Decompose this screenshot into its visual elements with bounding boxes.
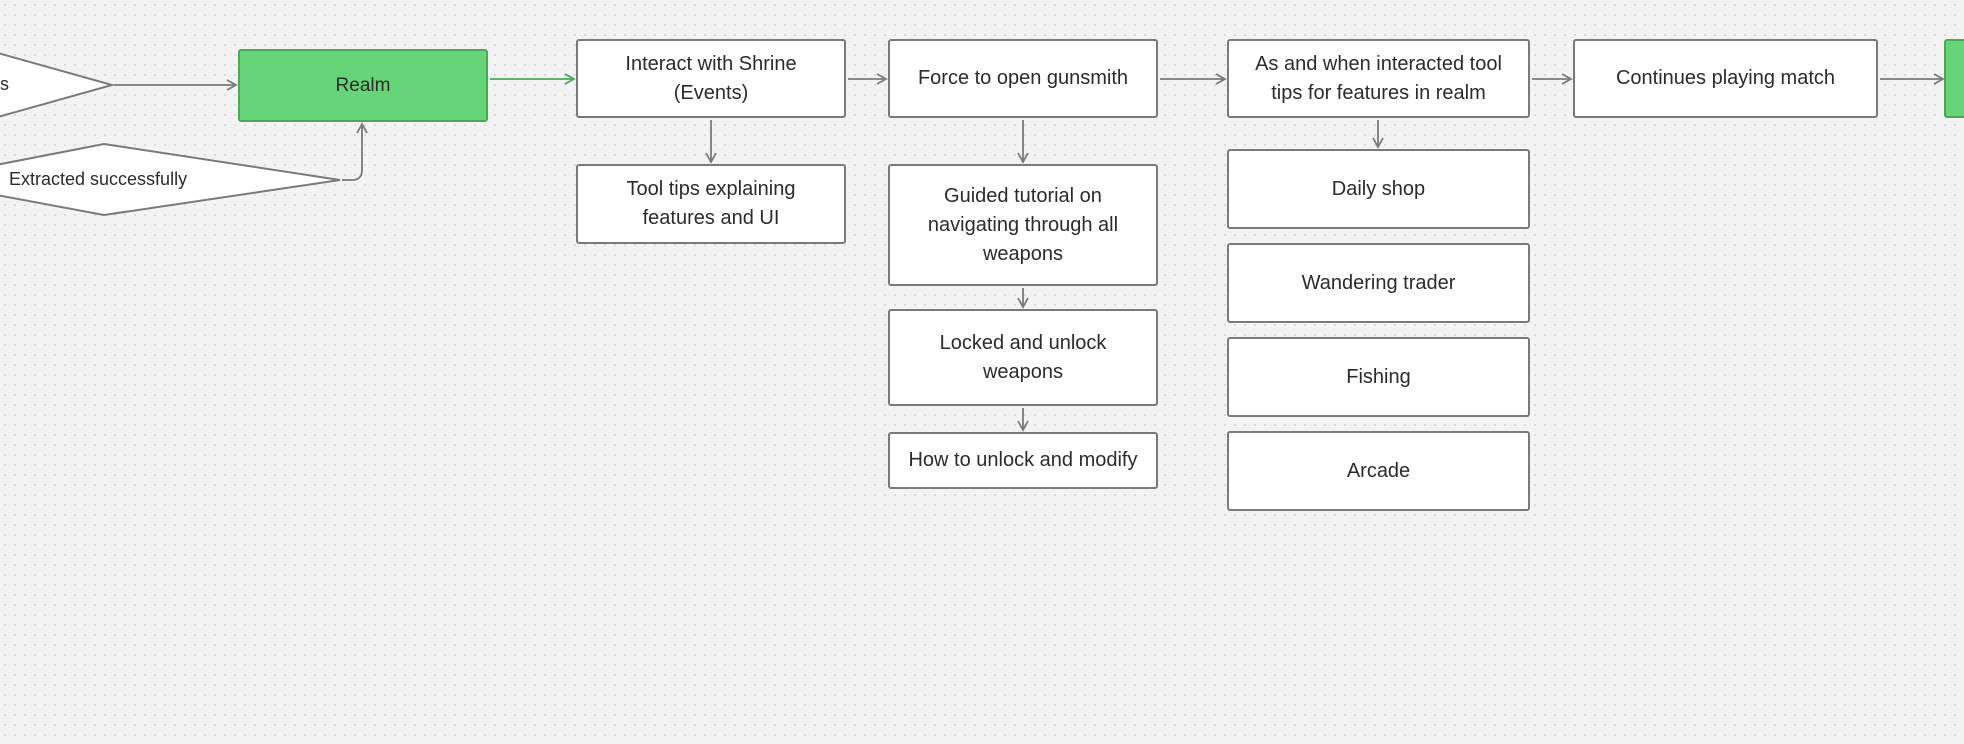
locked-weapons-node[interactable]: Locked and unlock weapons <box>888 309 1158 406</box>
daily-shop-node[interactable]: Daily shop <box>1227 149 1530 229</box>
unlock-modify-node[interactable]: How to unlock and modify <box>888 432 1158 489</box>
shrine-node[interactable]: Interact with Shrine (Events) <box>576 39 846 118</box>
next-step-node-partial[interactable] <box>1944 39 1964 118</box>
gunsmith-node[interactable]: Force to open gunsmith <box>888 39 1158 118</box>
connector-extracted-to-realm <box>342 122 368 181</box>
decision-extracted-shape <box>0 142 341 217</box>
fishing-node[interactable]: Fishing <box>1227 337 1530 417</box>
wandering-trader-node[interactable]: Wandering trader <box>1227 243 1530 323</box>
decision-left-shape <box>0 52 116 118</box>
decision-extracted-label: Extracted successfully <box>9 169 188 189</box>
shrine-tooltips-node[interactable]: Tool tips explaining features and UI <box>576 164 846 244</box>
continues-match-node[interactable]: Continues playing match <box>1573 39 1878 118</box>
realm-tooltips-node[interactable]: As and when interacted tool tips for fea… <box>1227 39 1530 118</box>
arcade-node[interactable]: Arcade <box>1227 431 1530 511</box>
realm-node[interactable]: Realm <box>238 49 488 122</box>
decision-left-label: s <box>0 74 9 94</box>
guided-tutorial-node[interactable]: Guided tutorial on navigating through al… <box>888 164 1158 286</box>
